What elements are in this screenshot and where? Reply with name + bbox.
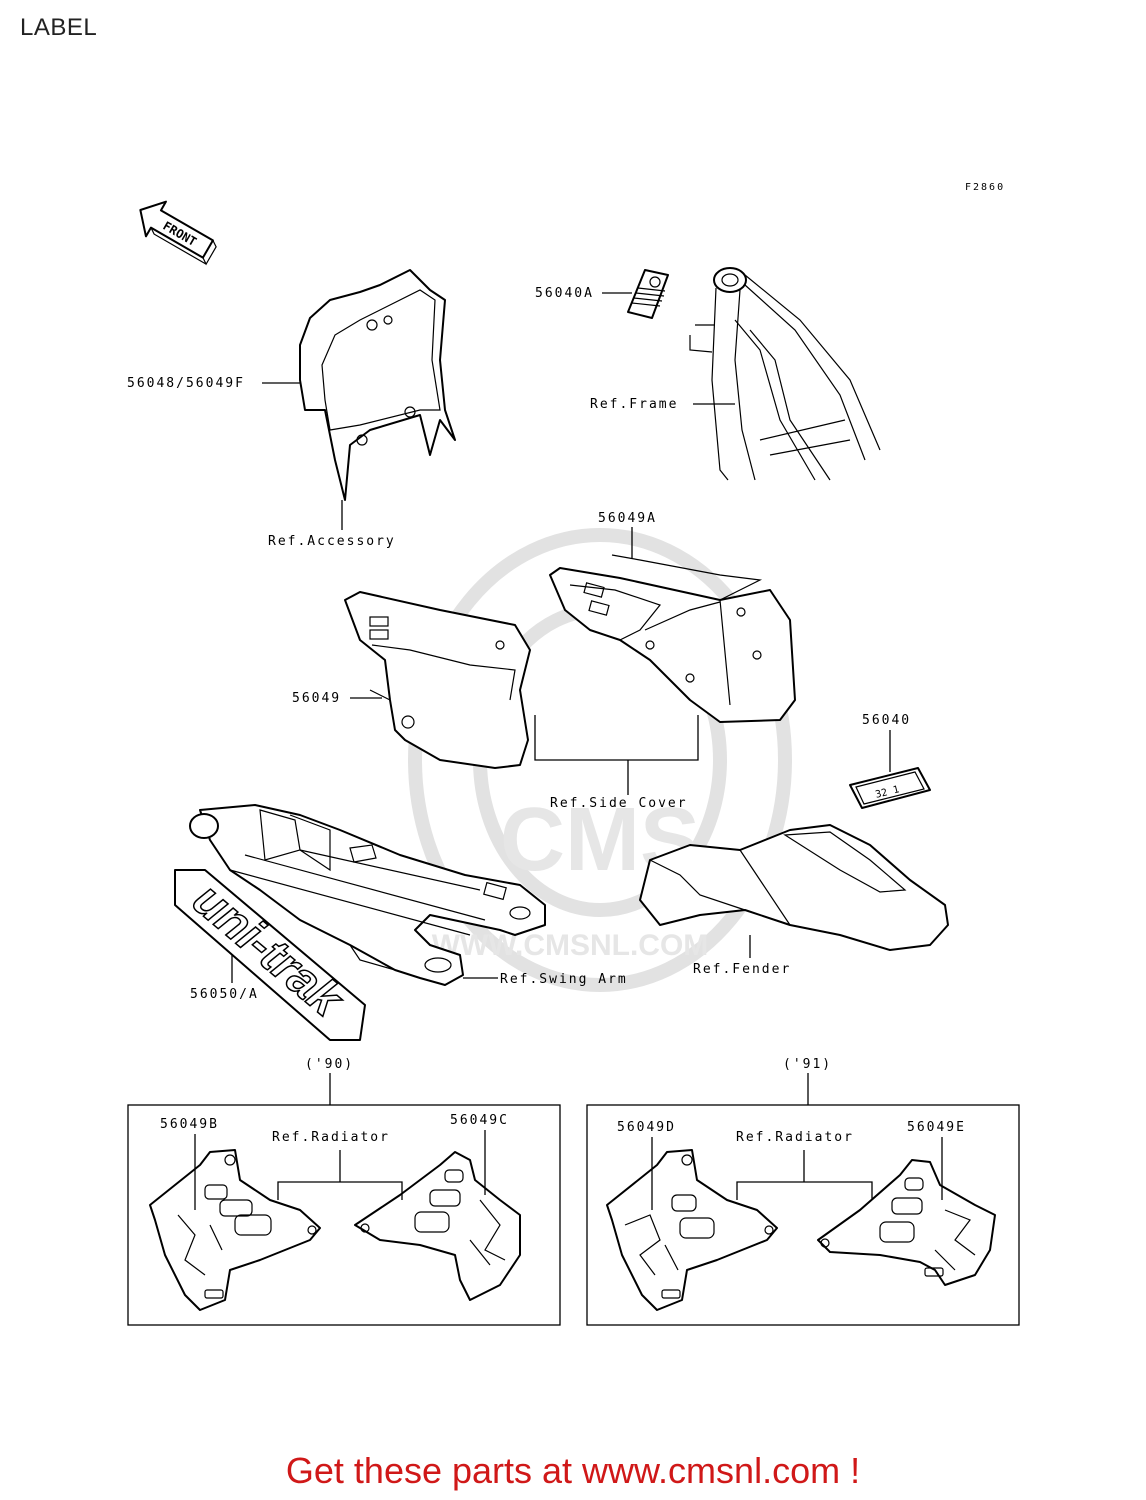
page-title: LABEL [20, 14, 98, 41]
callout-56040A: 56040A [535, 286, 594, 301]
callout-year-91: ('91) [783, 1057, 832, 1072]
footer-shop-link[interactable]: Get these parts at www.cmsnl.com ! [285, 1450, 861, 1491]
box-1990 [127, 1104, 561, 1326]
callout-56040: 56040 [862, 713, 911, 728]
callout-56050: 56050/A [190, 987, 259, 1002]
box-1991 [586, 1104, 1020, 1326]
callout-56049B: 56049B [160, 1117, 219, 1132]
label-56040A [627, 269, 669, 319]
callout-56049: 56049 [292, 691, 341, 706]
radiator-shroud-91-right [817, 1159, 996, 1286]
callout-56049D: 56049D [617, 1120, 676, 1135]
callout-56049C: 56049C [450, 1113, 509, 1128]
callout-ref-swing-arm: Ref.Swing Arm [500, 972, 628, 987]
parts-diagram: CMS WWW.CMSNL.COM F2860 FRONT 56048/5604… [127, 182, 1020, 1326]
callout-ref-radiator-91: Ref.Radiator [736, 1130, 854, 1145]
callout-year-90: ('90) [305, 1057, 354, 1072]
frame [689, 267, 881, 481]
callout-56049E: 56049E [907, 1120, 966, 1135]
number-plate [299, 269, 456, 501]
callout-ref-radiator-90: Ref.Radiator [272, 1130, 390, 1145]
callout-ref-fender: Ref.Fender [693, 962, 791, 977]
callout-ref-frame: Ref.Frame [590, 397, 678, 412]
callout-56049A: 56049A [598, 511, 657, 526]
radiator-shroud-90-right [354, 1151, 521, 1301]
watermark-url: WWW.CMSNL.COM [432, 929, 709, 962]
figure-code: F2860 [965, 182, 1005, 193]
side-cover-left [344, 591, 531, 769]
callout-56048-56049F: 56048/56049F [127, 376, 245, 391]
front-arrow-icon: FRONT [139, 200, 217, 266]
radiator-shroud-90-left [149, 1149, 321, 1311]
swing-arm [189, 804, 546, 986]
radiator-shroud-91-left [606, 1149, 778, 1311]
label-56040: 32 1 [849, 767, 931, 809]
callout-ref-accessory: Ref.Accessory [268, 534, 396, 549]
rear-fender [639, 824, 949, 951]
callout-ref-side-cover: Ref.Side Cover [550, 796, 688, 811]
side-cover-right [549, 554, 796, 723]
